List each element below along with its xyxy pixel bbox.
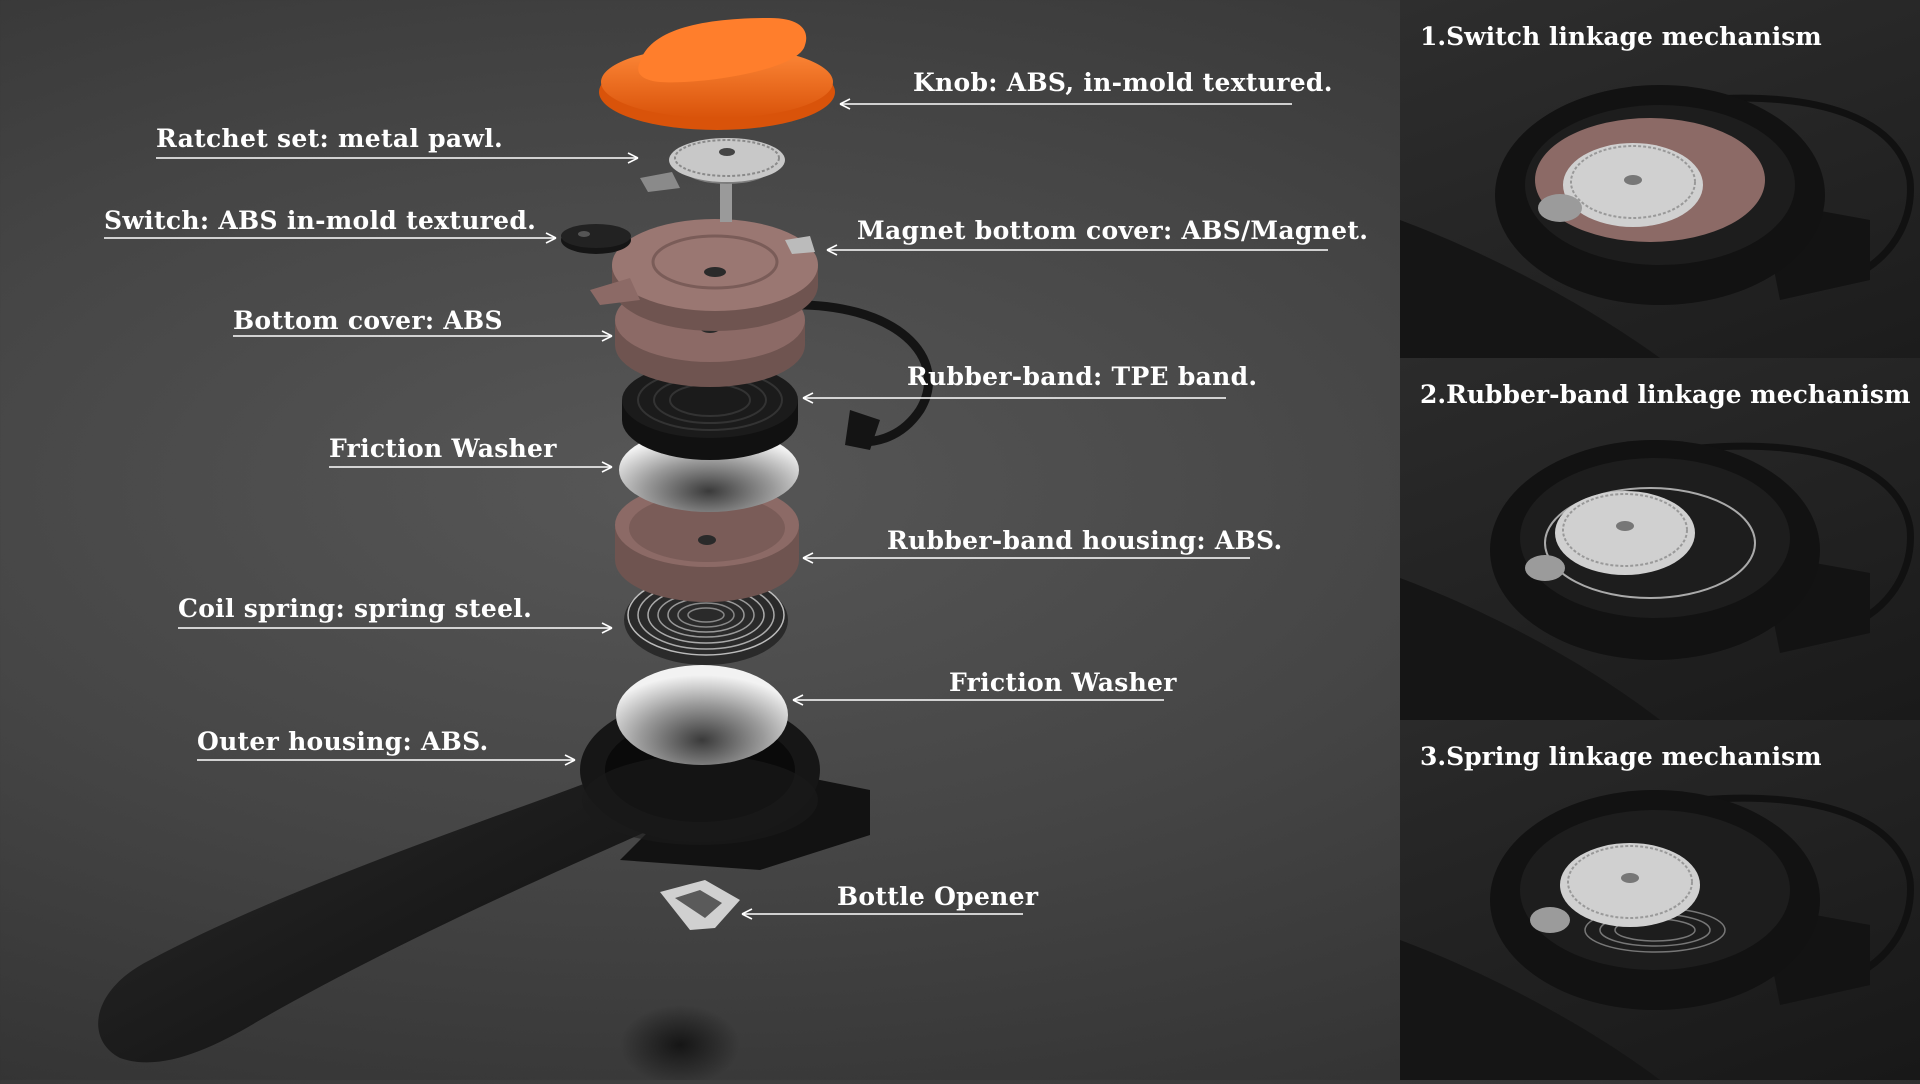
- rubber-band-part: [779, 300, 933, 450]
- friction-washer-2-part: [616, 665, 788, 765]
- panel-title-3: 3.Spring linkage mechanism: [1420, 742, 1822, 771]
- exploded-view-illustration: [98, 18, 1328, 1084]
- panel-title-2: 2.Rubber-band linkage mechanism: [1420, 380, 1911, 409]
- floor-shadow: [620, 1005, 740, 1084]
- label-coil-spring: Coil spring: spring steel.: [178, 594, 533, 623]
- label-friction-washer-2: Friction Washer: [949, 668, 1177, 697]
- label-outer-housing: Outer housing: ABS.: [197, 727, 489, 756]
- spring-linkage-render: [1400, 790, 1914, 1080]
- leader-lines: [104, 98, 1328, 920]
- ratchet-set-part: [640, 138, 785, 222]
- panel-title-1: 1.Switch linkage mechanism: [1420, 22, 1822, 51]
- label-bottle-opener: Bottle Opener: [837, 882, 1039, 911]
- switch-part: [561, 224, 631, 254]
- exploded-diagram: Knob: ABS, in-mold textured. Ratchet set…: [98, 18, 1369, 1084]
- switch-linkage-render: [1400, 85, 1914, 358]
- label-switch: Switch: ABS in-mold textured.: [104, 206, 537, 235]
- label-friction-washer-1: Friction Washer: [329, 434, 557, 463]
- magnet-bottom-cover-part: [590, 219, 818, 331]
- label-knob: Knob: ABS, in-mold textured.: [913, 68, 1333, 97]
- label-rubber-band-housing: Rubber-band housing: ABS.: [887, 526, 1283, 555]
- rubber-band-linkage-render: [1400, 440, 1914, 720]
- mechanism-panels: 1.Switch linkage mechanism 2.Rubber-band…: [1400, 0, 1920, 1080]
- bottle-opener-part: [660, 880, 740, 930]
- label-magnet-bottom-cover: Magnet bottom cover: ABS/Magnet.: [857, 216, 1369, 245]
- panel-switch-linkage: 1.Switch linkage mechanism: [1400, 0, 1920, 358]
- knob-part: [599, 18, 835, 130]
- panel-spring-linkage: 3.Spring linkage mechanism: [1400, 720, 1920, 1080]
- label-bottom-cover: Bottom cover: ABS: [233, 306, 503, 335]
- label-ratchet-set: Ratchet set: metal pawl.: [156, 124, 504, 153]
- label-rubber-band: Rubber-band: TPE band.: [907, 362, 1258, 391]
- panel-rubber-band-linkage: 2.Rubber-band linkage mechanism: [1400, 358, 1920, 720]
